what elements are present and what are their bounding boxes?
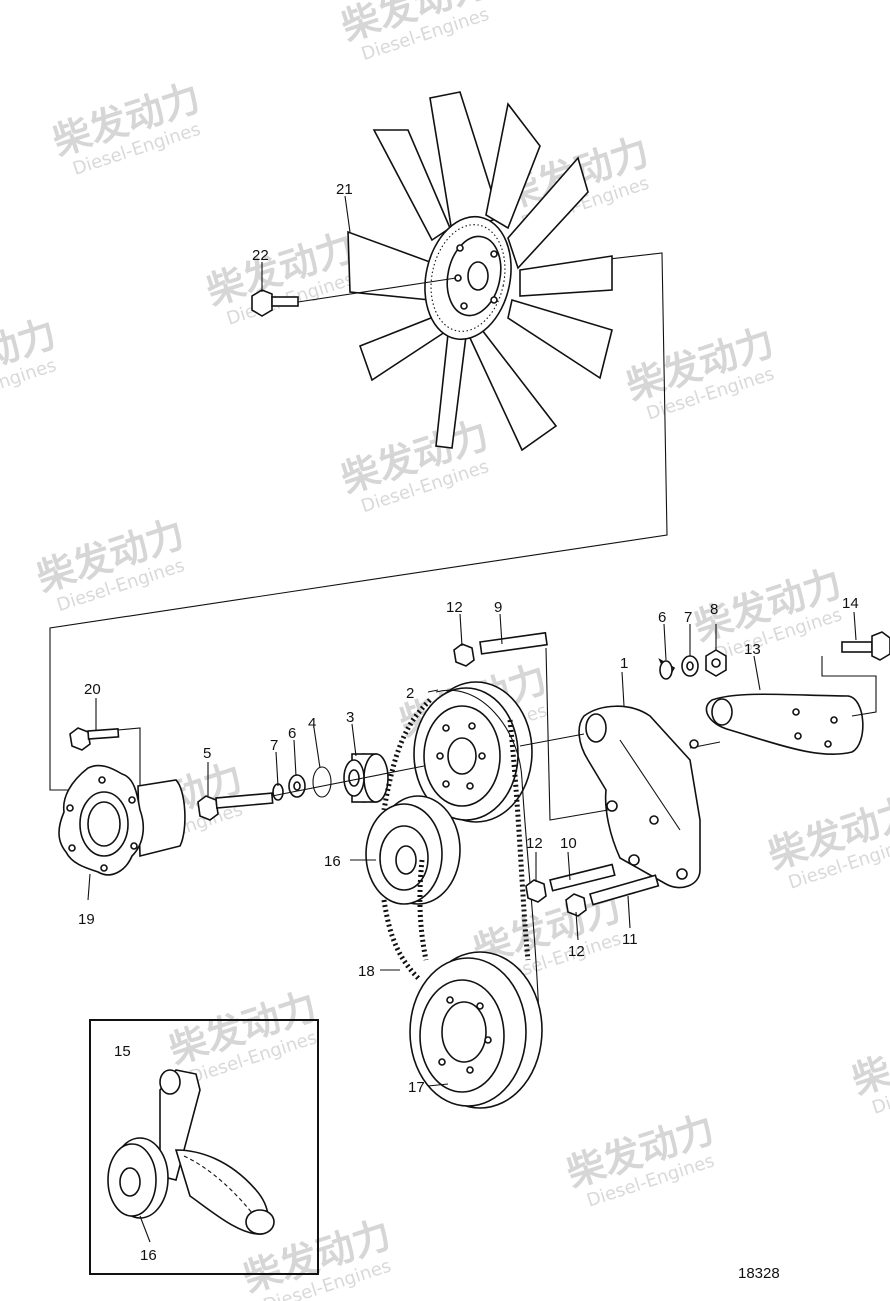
callout-9: 9 — [494, 599, 502, 616]
watermark-tile: 柴发动力 Diesel-Engines — [336, 412, 494, 517]
callout-2: 2 — [406, 685, 414, 702]
belt-18-icon — [381, 689, 541, 1041]
watermark-tile: 柴发动力 Diesel-Engines — [336, 0, 494, 65]
watermark-tile: 柴发动力 Diesel-Engines — [561, 1107, 719, 1212]
bolt-5-icon — [197, 792, 274, 821]
callout-12-middle: 12 — [526, 835, 543, 852]
bolt-9-icon — [479, 631, 548, 655]
watermark-cn: 柴发动力 — [847, 1014, 890, 1103]
bearing-3-icon — [343, 753, 389, 803]
watermark-tile: 柴发动力 Diesel-Engines — [47, 75, 205, 180]
tensioner-assembly-15-icon — [107, 1069, 275, 1235]
callout-12-top: 12 — [446, 599, 463, 616]
bolt-11-icon — [589, 874, 660, 906]
pulley2-axis-line — [519, 733, 585, 747]
hub-flange-19-icon — [58, 764, 186, 876]
callout-14: 14 — [842, 595, 859, 612]
watermark-tile: 柴发动力 Diesel-Engines — [201, 225, 359, 330]
leader-lines — [87, 195, 857, 1243]
callout-4: 4 — [308, 715, 316, 732]
watermark-tile: 柴发动力 Diesel-Engines — [847, 1014, 890, 1119]
callout-1: 1 — [620, 655, 628, 672]
washer-7a-icon — [272, 783, 284, 801]
watermark-tile: 柴发动力 Diesel-Engines — [0, 311, 61, 416]
callout-13: 13 — [744, 641, 761, 658]
callout-18: 18 — [358, 963, 375, 980]
nut-12a-icon — [453, 643, 475, 667]
tensioner-bracket-icon — [578, 705, 701, 889]
nut-8-icon — [705, 649, 727, 677]
pulley-2-icon — [413, 681, 533, 823]
callout-17: 17 — [408, 1079, 425, 1096]
callout-7-left: 7 — [270, 737, 278, 754]
callout-15: 15 — [114, 1043, 131, 1060]
callout-10: 10 — [560, 835, 577, 852]
callout-labels: 21 22 1 2 3 4 5 6 7 6 7 8 9 10 11 12 12 … — [78, 181, 859, 1264]
fan-bolt-icon — [251, 277, 457, 317]
pulley-17-icon — [409, 951, 543, 1109]
callout-6-left: 6 — [288, 725, 296, 742]
callout-16-inset: 16 — [140, 1247, 157, 1264]
fan-to-hub-connector — [49, 252, 668, 791]
watermark-tile: 柴发动力 Diesel-Engines — [763, 789, 890, 894]
washer-6a-icon — [288, 774, 306, 798]
nut-12b-icon — [525, 879, 547, 903]
bolt9-connector — [545, 647, 609, 821]
nut-12c-icon — [565, 893, 587, 917]
document-number: 18328 — [738, 1265, 780, 1282]
callout-8: 8 — [710, 601, 718, 618]
watermark-tile: 柴发动力 Diesel-Engines — [31, 511, 189, 616]
callout-11: 11 — [622, 931, 638, 948]
callout-12-bottom: 12 — [568, 943, 585, 960]
cooling-fan-icon — [347, 91, 613, 452]
watermark-tile: 柴发动力 Diesel-Engines — [621, 320, 779, 425]
bolt-14-icon — [841, 631, 890, 661]
bolt-10-icon — [549, 863, 616, 892]
callout-16-main: 16 — [324, 853, 341, 870]
callout-19: 19 — [78, 911, 95, 928]
bolt20-connector — [117, 727, 141, 786]
callout-7-right: 7 — [684, 609, 692, 626]
bolt-20-icon — [69, 727, 120, 751]
callout-5: 5 — [203, 745, 211, 762]
pulley-16-icon — [365, 795, 461, 905]
cone-washer-6b-icon — [658, 658, 676, 680]
callout-21: 21 — [336, 181, 353, 198]
bolt14-to-plate-connector — [821, 656, 877, 717]
inset-frame — [89, 1019, 319, 1275]
callout-3: 3 — [346, 709, 354, 726]
callout-20: 20 — [84, 681, 101, 698]
bracket-plate-icon — [705, 693, 864, 755]
callout-6-right: 6 — [658, 609, 666, 626]
circlip-4-icon — [312, 766, 332, 798]
callout-22: 22 — [252, 247, 269, 264]
bolt5-axis-line — [271, 765, 425, 797]
washer-7b-icon — [681, 655, 699, 677]
